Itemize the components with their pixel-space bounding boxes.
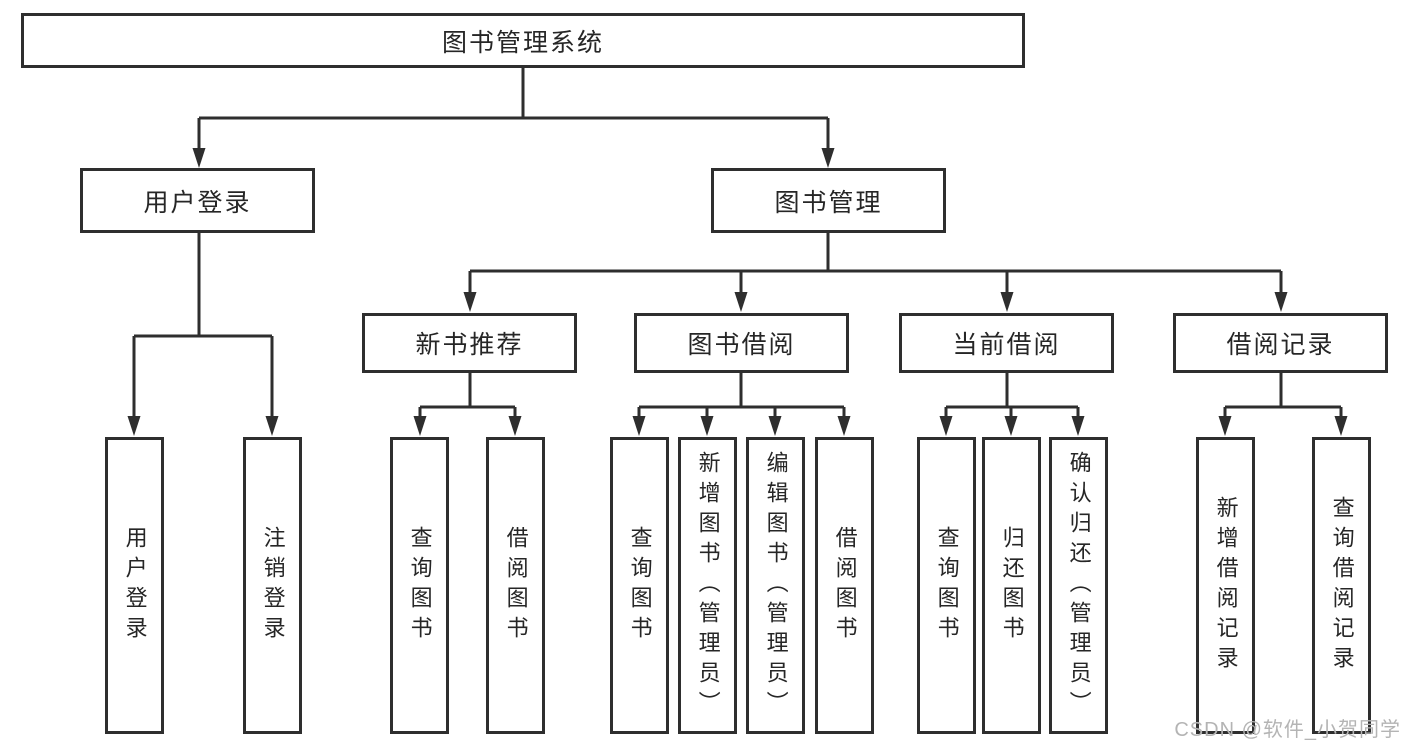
leaf-confirm-return-admin: 确认归还（管理员） <box>1049 437 1108 734</box>
arrowhead-icon <box>265 416 279 436</box>
leaf-add-borrow-record: 新增借阅记录 <box>1196 437 1255 734</box>
leaf-borrow-book: 借阅图书 <box>815 437 874 734</box>
arrowhead-icon <box>821 148 835 168</box>
node-book-management: 图书管理 <box>711 168 946 233</box>
node-current-borrow: 当前借阅 <box>899 313 1114 373</box>
node-label: 新书推荐 <box>415 331 524 359</box>
arrowhead-icon <box>1334 416 1348 436</box>
arrowhead-icon <box>413 416 427 436</box>
arrowhead-icon <box>192 148 206 168</box>
arrowhead-icon <box>1218 416 1232 436</box>
arrowhead-icon <box>939 416 953 436</box>
arrowhead-icon <box>632 416 646 436</box>
leaf-query-book: 查询图书 <box>917 437 976 734</box>
node-label: 查询图书 <box>627 525 653 646</box>
leaf-add-book-admin: 新增图书（管理员） <box>678 437 737 734</box>
node-label: 借阅图书 <box>503 525 529 646</box>
connector-new-book-recommend-to-leaves <box>413 373 522 436</box>
node-label: 新增借阅记录 <box>1213 495 1239 676</box>
connector-current-borrow-to-leaves <box>939 373 1085 436</box>
node-borrow-records: 借阅记录 <box>1173 313 1388 373</box>
node-label: 借阅记录 <box>1226 331 1335 359</box>
node-label: 用户登录 <box>122 525 148 646</box>
arrowhead-icon <box>768 416 782 436</box>
node-label: 用户登录 <box>143 188 252 217</box>
connector-book-borrow-to-leaves <box>632 373 851 436</box>
arrowhead-icon <box>1071 416 1085 436</box>
node-label: 图书管理 <box>774 188 883 217</box>
node-label: 归还图书 <box>999 525 1025 646</box>
arrowhead-icon <box>700 416 714 436</box>
node-root-library-system: 图书管理系统 <box>21 13 1025 68</box>
arrowhead-icon <box>734 292 748 312</box>
leaf-return-book: 归还图书 <box>982 437 1041 734</box>
leaf-user-login: 用户登录 <box>105 437 164 734</box>
node-label: 查询图书 <box>407 525 433 646</box>
connector-book-management-to-level3 <box>463 233 1288 312</box>
csdn-watermark: CSDN @软件_小贺同学 <box>1174 719 1401 741</box>
node-label: 注销登录 <box>260 525 286 646</box>
arrowhead-icon <box>1000 292 1014 312</box>
node-label: 查询借阅记录 <box>1329 495 1355 676</box>
leaf-query-book: 查询图书 <box>610 437 669 734</box>
node-label: 确认归还（管理员） <box>1066 450 1092 721</box>
node-label: 图书借阅 <box>687 331 796 359</box>
leaf-edit-book-admin: 编辑图书（管理员） <box>746 437 805 734</box>
node-label: 借阅图书 <box>832 525 858 646</box>
leaf-query-book: 查询图书 <box>390 437 449 734</box>
node-label: 当前借阅 <box>952 331 1061 359</box>
node-book-borrow: 图书借阅 <box>634 313 849 373</box>
node-new-book-recommend: 新书推荐 <box>362 313 577 373</box>
node-label: 查询图书 <box>934 525 960 646</box>
arrowhead-icon <box>508 416 522 436</box>
arrowhead-icon <box>1274 292 1288 312</box>
connector-user-login-to-leaves <box>127 233 279 436</box>
node-label: 新增图书（管理员） <box>695 450 721 721</box>
leaf-query-borrow-record: 查询借阅记录 <box>1312 437 1371 734</box>
arrowhead-icon <box>1004 416 1018 436</box>
arrowhead-icon <box>463 292 477 312</box>
leaf-logout: 注销登录 <box>243 437 302 734</box>
node-user-login: 用户登录 <box>80 168 315 233</box>
node-label: 编辑图书（管理员） <box>763 450 789 721</box>
connector-root-to-level2 <box>192 68 835 168</box>
arrowhead-icon <box>127 416 141 436</box>
leaf-borrow-book: 借阅图书 <box>486 437 545 734</box>
node-label: 图书管理系统 <box>441 28 604 57</box>
connector-borrow-records-to-leaves <box>1218 373 1348 436</box>
arrowhead-icon <box>837 416 851 436</box>
